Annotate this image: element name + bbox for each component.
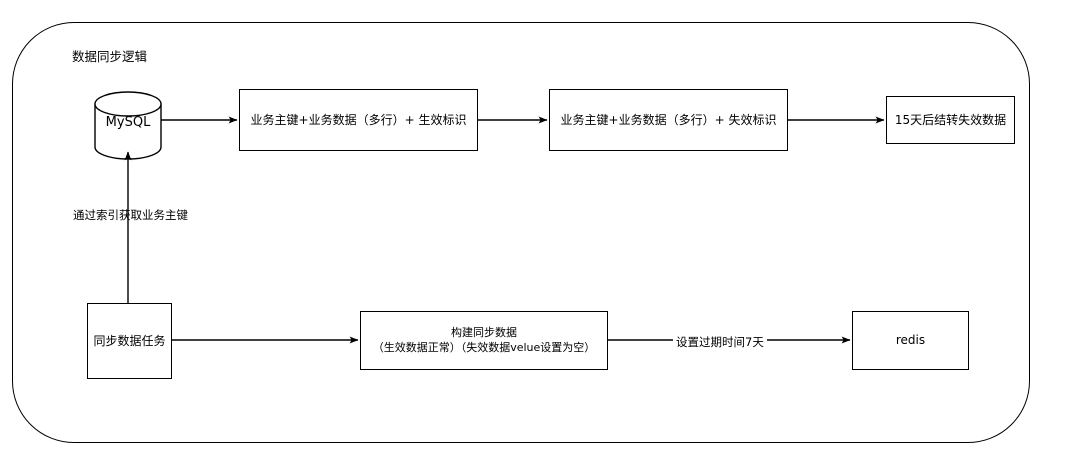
edge-label-set-expire: 设置过期时间7天 — [673, 334, 767, 350]
node-box-sync-task[interactable] — [87, 303, 172, 379]
edge-label-get-key-by-index: 通过索引获取业务主键 — [73, 208, 188, 222]
node-box-valid-flag[interactable] — [239, 89, 478, 151]
node-box-carryover[interactable] — [886, 96, 1015, 144]
node-box-build-sync-data[interactable] — [360, 311, 608, 370]
node-box-redis[interactable] — [852, 311, 969, 370]
mysql-cylinder-shape — [94, 91, 162, 160]
node-box-invalid-flag[interactable] — [549, 89, 788, 151]
group-container-data-sync — [12, 22, 1030, 443]
group-title: 数据同步逻辑 — [72, 49, 148, 64]
